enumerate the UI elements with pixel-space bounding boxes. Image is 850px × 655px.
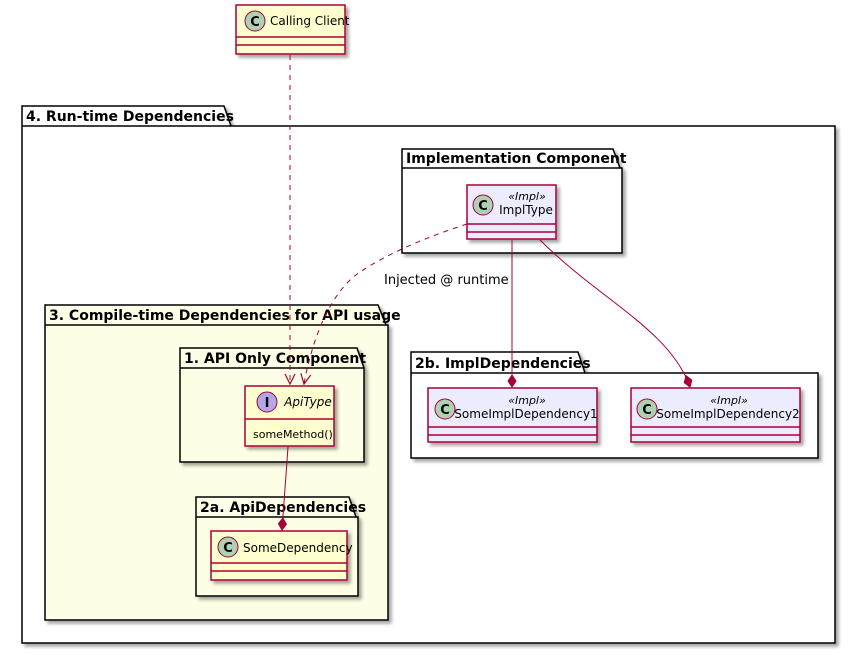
class-name-some-dependency: SomeDependency xyxy=(243,541,353,555)
interface-badge-icon xyxy=(256,391,278,413)
method-some-method: someMethod() xyxy=(253,428,333,441)
stereotype-impl: «Impl» xyxy=(508,190,546,203)
class-badge-icon xyxy=(472,194,494,216)
package-title-compile-time: 3. Compile-time Dependencies for API usa… xyxy=(49,308,401,324)
class-some-dependency[interactable]: C SomeDependency xyxy=(210,530,353,581)
class-badge-icon xyxy=(434,398,456,420)
svg-text:C: C xyxy=(478,199,488,214)
stereotype-impl: «Impl» xyxy=(508,394,546,407)
class-impl-type[interactable]: C «Impl» ImplType xyxy=(466,184,557,240)
package-title-api-deps: 2a. ApiDependencies xyxy=(200,500,366,516)
stereotype-impl: «Impl» xyxy=(710,394,748,407)
class-some-impl-dependency1[interactable]: C «Impl» SomeImplDependency1 xyxy=(427,387,598,443)
class-name-calling-client: Calling Client xyxy=(270,14,350,28)
edge-impltype-to-impldep2 xyxy=(539,239,693,388)
class-calling-client[interactable]: C Calling Client xyxy=(235,4,350,55)
class-some-impl-dependency2[interactable]: C «Impl» SomeImplDependency2 xyxy=(630,387,801,443)
svg-text:I: I xyxy=(265,396,270,411)
class-name-some-impl-dependency1: SomeImplDependency1 xyxy=(454,407,597,421)
svg-text:C: C xyxy=(223,541,233,556)
class-name-some-impl-dependency2: SomeImplDependency2 xyxy=(656,407,799,421)
package-title-impl-component: Implementation Component xyxy=(406,151,627,167)
package-title-runtime: 4. Run-time Dependencies xyxy=(26,109,234,125)
class-name-impl-type: ImplType xyxy=(499,203,553,217)
svg-text:C: C xyxy=(440,403,450,418)
class-badge-icon xyxy=(244,10,266,32)
interface-name-api-type: ApiType xyxy=(283,395,332,409)
svg-text:C: C xyxy=(250,15,260,30)
class-badge-icon xyxy=(217,536,239,558)
svg-text:C: C xyxy=(642,403,652,418)
interface-api-type[interactable]: I ApiType someMethod() xyxy=(244,385,335,447)
edge-apitype-to-somedependency xyxy=(277,446,289,531)
edge-label-injected: Injected @ runtime xyxy=(384,273,509,288)
class-badge-icon xyxy=(636,398,658,420)
package-title-api-only: 1. API Only Component xyxy=(184,351,366,367)
package-title-impl-deps: 2b. ImplDependencies xyxy=(415,356,591,372)
